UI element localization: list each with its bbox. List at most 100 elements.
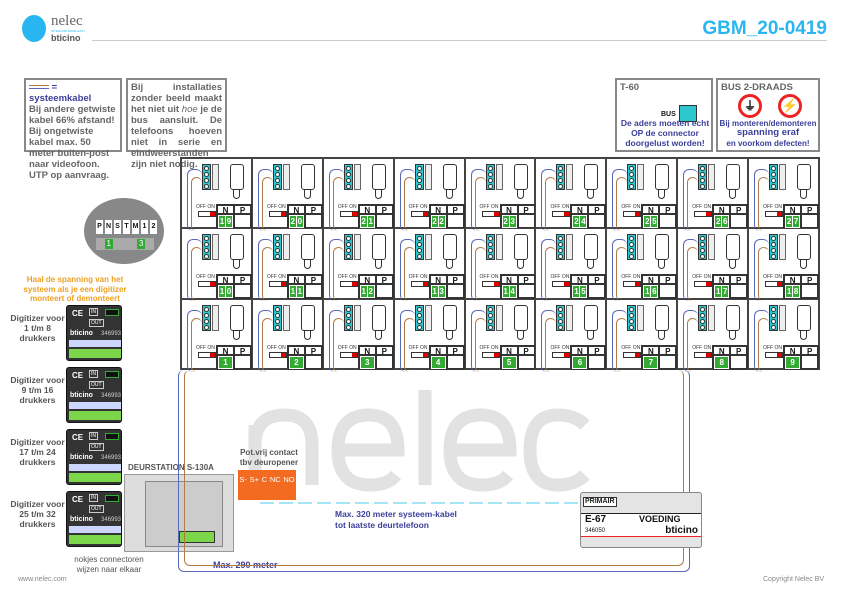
switch-label: OFF ON	[763, 204, 782, 210]
off-on-switch[interactable]	[552, 211, 571, 217]
connector-pin: S	[114, 220, 121, 234]
handset-icon	[584, 164, 599, 190]
address-digit: 6	[573, 356, 587, 368]
digitizer-connector[interactable]	[105, 371, 119, 378]
digitizer-brand: bticino	[70, 454, 93, 461]
address-digit: 1	[296, 286, 303, 298]
switch-label: OFF ON	[479, 344, 499, 351]
bus-wire-blue	[541, 309, 557, 372]
address-digit: 0	[226, 286, 232, 298]
off-on-switch[interactable]	[552, 281, 571, 288]
button-terminals	[69, 340, 121, 347]
off-on-switch[interactable]	[410, 351, 429, 358]
off-on-switch[interactable]	[339, 351, 358, 358]
n-label: N	[429, 345, 447, 356]
off-on-switch[interactable]	[552, 351, 571, 358]
off-on-switch[interactable]	[623, 281, 642, 288]
cord-icon	[516, 330, 524, 340]
terminal-label	[708, 304, 716, 331]
off-on-switch[interactable]	[481, 281, 500, 288]
digitizer-label: Digitizer voor 9 t/m 16 drukkers	[10, 375, 65, 405]
off-on-switch[interactable]	[481, 211, 500, 217]
handset-icon	[230, 304, 244, 331]
p-label: P	[446, 275, 464, 285]
off-on-switch[interactable]	[198, 281, 216, 288]
address-digit: 6	[722, 216, 729, 227]
p-label: P	[517, 205, 535, 215]
n-label: N	[571, 205, 589, 215]
handset-icon	[442, 164, 457, 190]
switch-label: OFF ON	[692, 344, 712, 351]
bus-terminal-icon	[698, 304, 708, 331]
switch-label: OFF ON	[196, 344, 215, 351]
address-digit: 1	[573, 286, 580, 298]
off-on-switch[interactable]	[268, 351, 287, 358]
terminal-label	[282, 164, 290, 190]
digitizer-connector[interactable]	[105, 309, 119, 316]
p-label: P	[801, 275, 819, 285]
digitizer-code: 346993	[101, 517, 122, 523]
green-terminals	[69, 411, 121, 420]
off-on-switch[interactable]	[410, 211, 429, 217]
off-on-switch[interactable]	[623, 211, 642, 217]
handset-icon	[300, 234, 315, 261]
cord-icon	[445, 190, 453, 199]
address-digit: 2	[502, 216, 509, 227]
off-on-switch[interactable]	[765, 351, 784, 358]
bus-2draads-line2: spanning eraf	[736, 127, 800, 138]
digitizer-code: 346993	[101, 455, 122, 461]
address-digit: 1	[219, 356, 232, 368]
address-digit: 2	[367, 286, 374, 298]
p-label: P	[234, 275, 251, 285]
digitizer-connector[interactable]	[105, 433, 119, 440]
off-on-switch[interactable]	[410, 281, 429, 288]
off-on-switch[interactable]	[694, 281, 713, 288]
off-on-switch[interactable]	[481, 351, 500, 358]
off-on-switch[interactable]	[765, 211, 784, 217]
switch-label: OFF ON	[479, 204, 499, 210]
bus-terminal-icon	[769, 234, 779, 261]
bus-wire-brown	[616, 177, 628, 231]
off-on-switch[interactable]	[268, 211, 287, 217]
address-digit: 1	[219, 286, 225, 298]
cord-icon	[374, 260, 382, 270]
off-on-switch[interactable]	[623, 351, 642, 358]
contact-terminal: NC	[269, 475, 281, 484]
n-label: N	[642, 275, 660, 285]
off-on-switch[interactable]	[198, 211, 216, 217]
watermark-letter-e	[331, 408, 405, 492]
digitizer-label: Digitizer voor 17 t/m 24 drukkers	[10, 437, 65, 467]
off-on-switch[interactable]	[765, 281, 784, 288]
n-label: N	[287, 345, 305, 356]
off-on-switch[interactable]	[694, 351, 713, 358]
address-digit: 8	[793, 286, 800, 298]
off-on-switch[interactable]	[339, 281, 358, 288]
address-digit: 4	[509, 286, 516, 298]
handset-icon	[442, 304, 457, 331]
terminal-label	[566, 234, 574, 261]
digitizer-connector[interactable]	[105, 495, 119, 502]
off-on-switch[interactable]	[268, 281, 287, 288]
bus-label: BUS	[661, 111, 676, 118]
out-label: OUT	[89, 381, 104, 389]
terminal-label	[495, 304, 503, 331]
contact-terminal: NO	[283, 475, 295, 484]
off-on-switch[interactable]	[198, 351, 216, 358]
n-label: N	[217, 275, 234, 285]
off-on-switch[interactable]	[694, 211, 713, 217]
cord-icon	[729, 190, 737, 199]
n-label: N	[500, 205, 518, 215]
green-terminals	[69, 349, 121, 358]
off-on-switch[interactable]	[339, 211, 358, 217]
